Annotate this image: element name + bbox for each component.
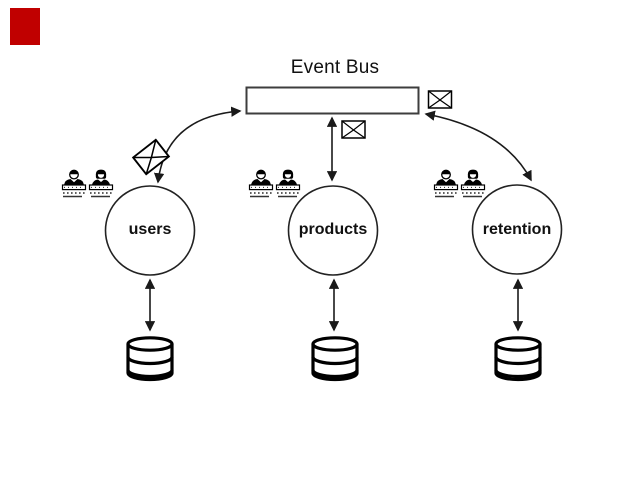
arrow-retention-bus [424,110,532,182]
man-at-desk-icon [61,169,87,198]
event-bus-title: Event Bus [290,57,380,78]
envelope-icon [427,90,453,109]
products-label: products [298,221,368,238]
database-icon [494,336,542,382]
red-rectangle-marker [10,8,40,45]
man-at-desk-icon [433,169,459,198]
woman-at-desk-icon [275,168,301,198]
database-icon [126,336,174,382]
envelope-icon [132,138,170,176]
retention-label: retention [482,221,552,238]
products-node [287,185,379,276]
woman-at-desk-icon [88,168,114,198]
envelope-icon [341,120,366,139]
arrow-users-bus [153,106,242,184]
users-label: users [128,221,172,238]
users-node [104,185,196,276]
retention-node [471,184,563,275]
woman-at-desk-icon [460,168,486,198]
event-bus-node [245,86,420,115]
man-at-desk-icon [248,169,274,198]
database-icon [311,336,359,382]
